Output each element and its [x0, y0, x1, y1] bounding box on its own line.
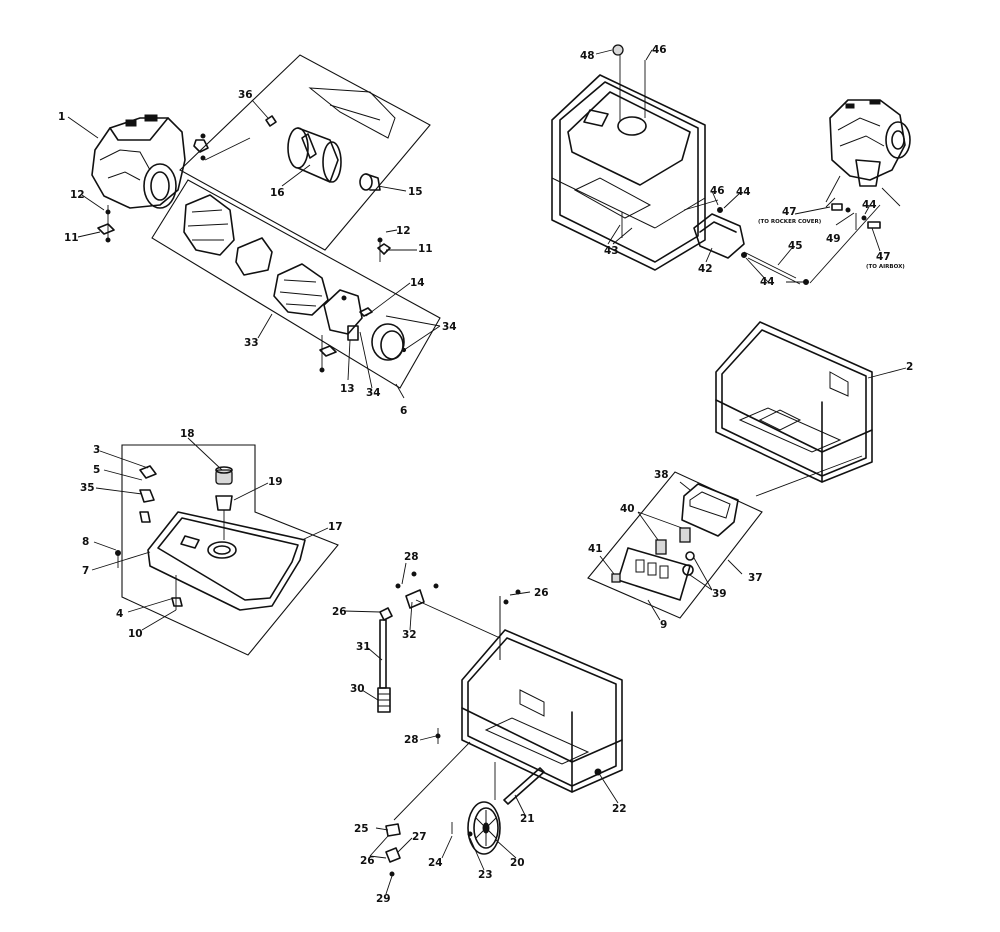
callout-19: 19 — [268, 476, 283, 488]
callout-13: 13 — [340, 383, 355, 395]
callout-26-b: 26 — [332, 606, 347, 618]
fuel-tank-group — [115, 444, 339, 656]
callout-8: 8 — [82, 536, 89, 548]
callout-37: 37 — [748, 572, 763, 584]
callout-44: 44 — [736, 186, 751, 198]
callout-26-c: 26 — [360, 855, 375, 867]
callout-11-alt: 11 — [418, 243, 433, 255]
muffler-group — [179, 54, 431, 251]
callout-25: 25 — [354, 823, 369, 835]
evap-canister-group — [683, 197, 881, 285]
callout-10: 10 — [128, 628, 143, 640]
callout-18: 18 — [180, 428, 195, 440]
callout-44-b: 44 — [760, 276, 775, 288]
callout-27: 27 — [412, 831, 427, 843]
callout-44-c: 44 — [862, 199, 877, 211]
callout-23: 23 — [478, 869, 493, 881]
callout-16: 16 — [270, 187, 285, 199]
callout-4: 4 — [116, 608, 123, 620]
callout-41: 41 — [588, 543, 603, 555]
callout-17: 17 — [328, 521, 343, 533]
callout-28-b: 28 — [404, 734, 419, 746]
callout-21: 21 — [520, 813, 535, 825]
handle-group — [377, 571, 441, 744]
note-to-airbox: (TO AIRBOX) — [866, 264, 905, 270]
frame-right — [715, 321, 873, 483]
callout-12: 12 — [70, 189, 85, 201]
callout-38: 38 — [654, 469, 669, 481]
callout-34: 34 — [442, 321, 457, 333]
callout-48: 48 — [580, 50, 595, 62]
callout-33: 33 — [244, 337, 259, 349]
callout-30: 30 — [350, 683, 365, 695]
callout-36: 36 — [238, 89, 253, 101]
callout-32: 32 — [402, 629, 417, 641]
callout-2: 2 — [906, 361, 913, 373]
callout-28: 28 — [404, 551, 419, 563]
callout-6: 6 — [400, 405, 407, 417]
callout-42: 42 — [698, 263, 713, 275]
alternator-group — [151, 179, 441, 389]
note-to-rocker-cover: (TO ROCKER COVER) — [758, 219, 822, 225]
callout-47: 47 — [782, 206, 797, 218]
wheel-group — [385, 741, 602, 877]
callout-29: 29 — [376, 893, 391, 905]
callout-22: 22 — [612, 803, 627, 815]
callout-39: 39 — [712, 588, 727, 600]
callout-12-alt: 12 — [396, 225, 411, 237]
callout-1: 1 — [58, 111, 65, 123]
callout-5: 5 — [93, 464, 100, 476]
callout-45: 45 — [788, 240, 803, 252]
callout-26: 26 — [534, 587, 549, 599]
control-panel-group — [587, 471, 763, 619]
callout-3: 3 — [93, 444, 100, 456]
callout-20: 20 — [510, 857, 525, 869]
engine-detail — [825, 99, 911, 207]
callout-11: 11 — [64, 232, 79, 244]
callout-47-b: 47 — [876, 251, 891, 263]
callout-24: 24 — [428, 857, 443, 869]
frame-bottom — [415, 589, 623, 793]
callout-9: 9 — [660, 619, 667, 631]
callout-46-b: 46 — [710, 185, 725, 197]
callout-15: 15 — [408, 186, 423, 198]
engine-assembly — [91, 114, 209, 243]
callout-43: 43 — [604, 245, 619, 257]
callout-7: 7 — [82, 565, 89, 577]
callout-35: 35 — [80, 482, 95, 494]
callout-40: 40 — [620, 503, 635, 515]
callout-31: 31 — [356, 641, 371, 653]
callout-46: 46 — [652, 44, 667, 56]
callout-49: 49 — [826, 233, 841, 245]
callout-14: 14 — [410, 277, 425, 289]
callout-34-b: 34 — [366, 387, 381, 399]
assembled-generator — [551, 44, 706, 271]
